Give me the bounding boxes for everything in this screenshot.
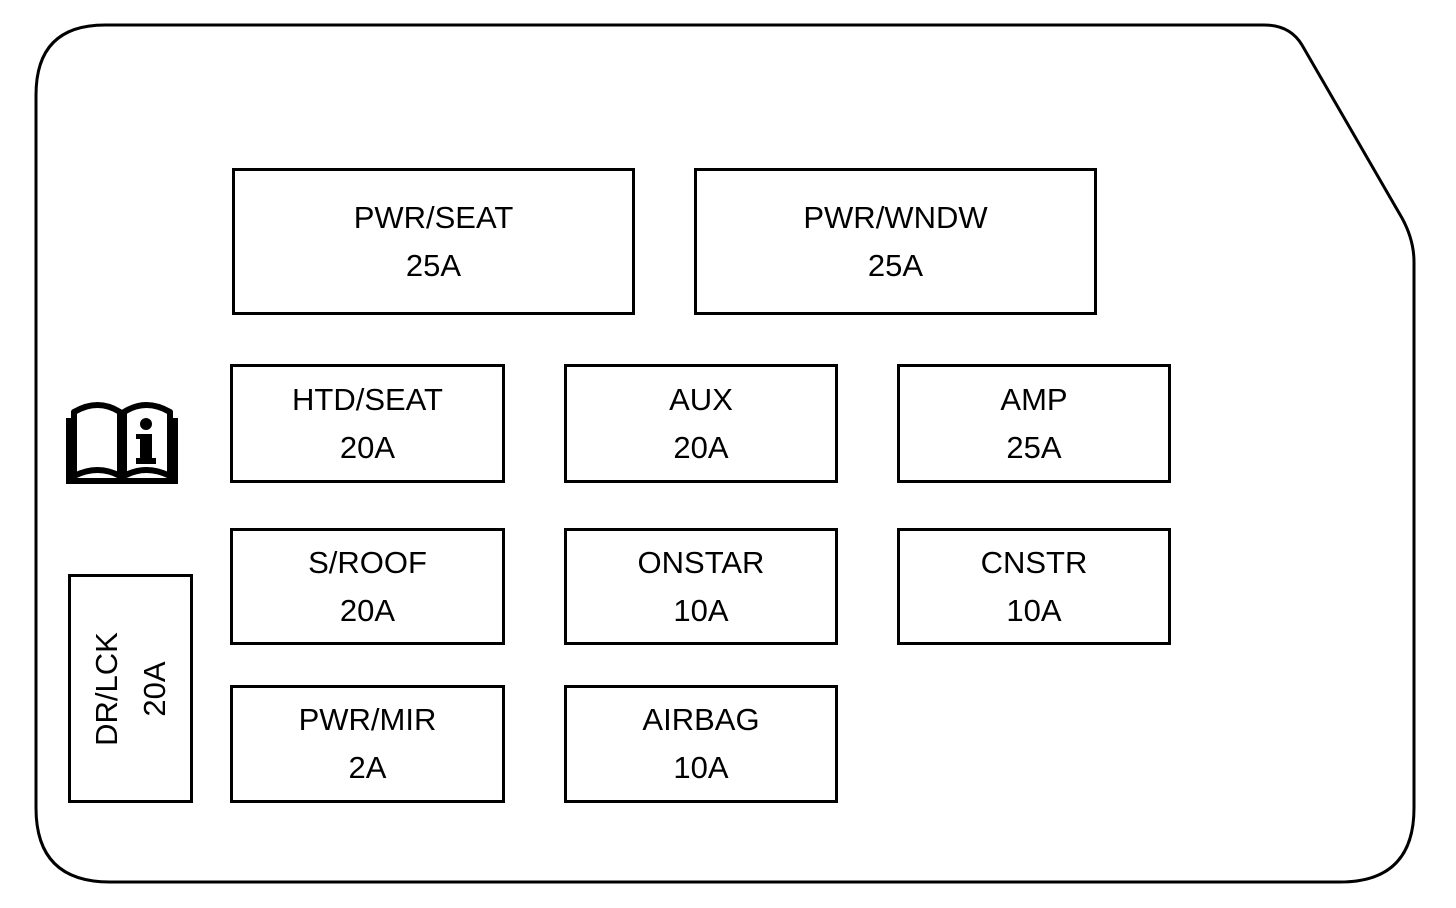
fuse-label: AIRBAG [642, 702, 760, 737]
fuse-label: CNSTR [980, 544, 1088, 580]
fuse-cnstr: CNSTR 10A [897, 528, 1171, 645]
fuse-aux: AUX 20A [564, 364, 838, 483]
fuse-rating: 10A [673, 750, 729, 785]
fuse-label: DR/LCK [88, 631, 124, 746]
fuse-rating: 20A [339, 429, 396, 465]
fuse-htd-seat: HTD/SEAT 20A [230, 364, 505, 483]
fuse-rating: 25A [405, 247, 462, 283]
fuse-rating: 20A [673, 429, 729, 465]
owners-manual-info-icon [66, 402, 178, 484]
fuse-onstar: ONSTAR 10A [564, 528, 838, 645]
fuse-label: ONSTAR [637, 544, 765, 580]
fuse-label: PWR/MIR [298, 702, 437, 737]
fuse-rating: 2A [348, 750, 387, 785]
fuse-rating: 20A [136, 660, 172, 717]
fuse-label: AUX [669, 381, 733, 417]
fuse-dr-lck: DR/LCK 20A [68, 574, 193, 803]
fuse-s-roof: S/ROOF 20A [230, 528, 505, 645]
fuse-rating: 25A [1006, 429, 1062, 465]
fuse-rating: 20A [339, 592, 396, 628]
fuse-pwr-wndw: PWR/WNDW 25A [694, 168, 1097, 315]
fuse-label: PWR/WNDW [803, 199, 988, 235]
fuse-label: AMP [1000, 381, 1068, 417]
fuse-label: HTD/SEAT [292, 381, 443, 417]
fuse-pwr-seat: PWR/SEAT 25A [232, 168, 635, 315]
fuse-rating: 10A [673, 592, 729, 628]
fuse-dr-lck-text: DR/LCK 20A [83, 632, 179, 746]
fuse-label: S/ROOF [308, 544, 427, 580]
fuse-amp: AMP 25A [897, 364, 1171, 483]
fuse-rating: 25A [867, 247, 924, 283]
fuse-rating: 10A [1006, 592, 1062, 628]
fuse-pwr-mir: PWR/MIR 2A [230, 685, 505, 803]
fuse-airbag: AIRBAG 10A [564, 685, 838, 803]
fuse-label: PWR/SEAT [353, 199, 514, 235]
